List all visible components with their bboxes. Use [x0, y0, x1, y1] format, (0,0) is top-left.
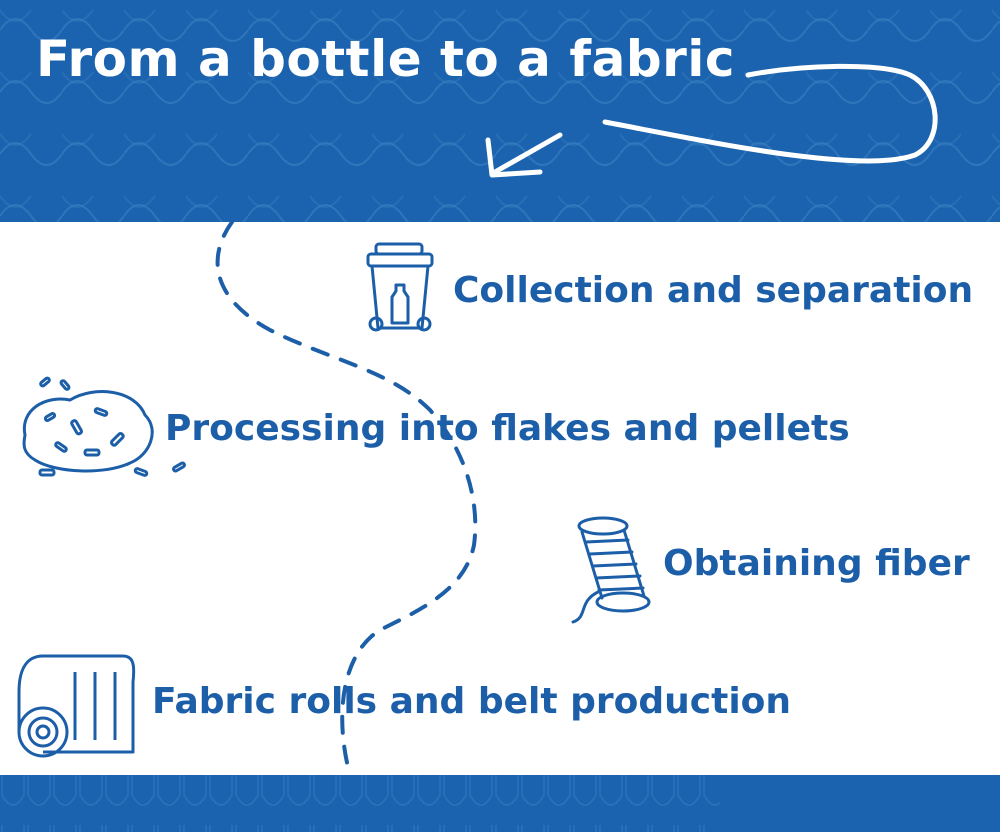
step-fabric-label: Fabric rolls and belt production — [152, 681, 792, 722]
wave-pattern — [0, 0, 1000, 222]
step-fiber-label: Obtaining fiber — [663, 543, 970, 584]
header-band: From a bottle to a fabric — [0, 0, 1000, 222]
fabric-roll-icon — [17, 654, 136, 758]
thread-spool-icon — [571, 516, 651, 624]
flakes-icon — [22, 376, 186, 477]
footer-band — [0, 775, 1000, 832]
page-title: From a bottle to a fabric — [36, 30, 736, 88]
recycling-bin-icon — [366, 242, 434, 332]
step-collection-label: Collection and separation — [453, 270, 974, 311]
step-processing-label: Processing into flakes and pellets — [165, 408, 850, 449]
swoosh-arrow-icon — [485, 63, 938, 178]
wave-pattern — [0, 775, 720, 832]
